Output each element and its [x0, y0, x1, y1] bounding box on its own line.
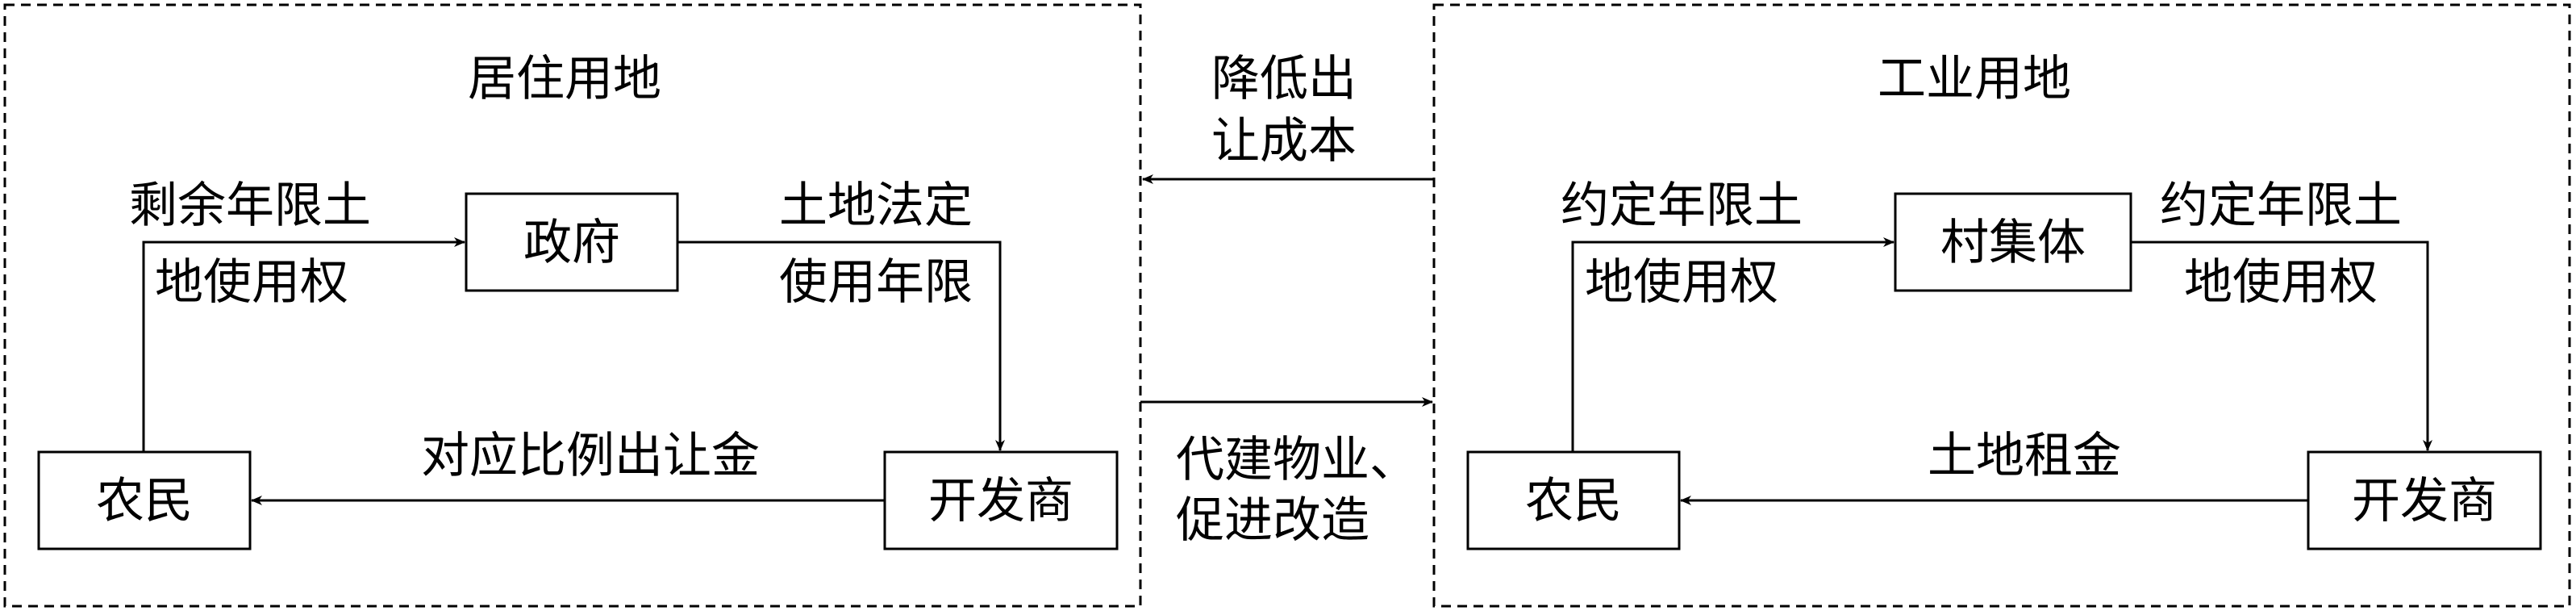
arrow-government-to-developer — [677, 241, 1005, 451]
label-developer-to-farmers-residential: 对应比例出让金 — [421, 428, 760, 484]
label-farmers-to-collective-line2: 地使用权 — [1585, 254, 1778, 311]
label-build-renovate-line1: 代建物业、 — [1176, 432, 1418, 488]
label-farmers-to-collective-line1: 约定年限土 — [1561, 178, 1803, 234]
label-government-to-developer-line2: 使用年限 — [779, 254, 973, 311]
label-collective-to-developer-line1: 约定年限土 — [2160, 178, 2402, 234]
farmers-node-industrial-label: 农民 — [1525, 473, 1622, 529]
developer-node-residential-label: 开发商 — [928, 473, 1073, 529]
farmers-node-industrial — [1466, 450, 1681, 550]
farmers-node-residential-label: 农民 — [96, 473, 193, 529]
developer-node-industrial — [2307, 450, 2542, 550]
industrial-panel: 工业用地 村集体 农民 开发商 约定年限土 地使用权 约定年限土 地使用权 土地… — [1432, 3, 2571, 608]
label-developer-to-farmers-industrial: 土地租金 — [1928, 428, 2121, 484]
collective-node-label: 村集体 — [1940, 215, 2086, 271]
label-government-to-developer-line1: 土地法定 — [779, 178, 973, 234]
industrial-panel-border — [1432, 3, 2571, 608]
arrow-farmers-to-government — [142, 237, 465, 452]
residential-panel-border — [3, 3, 1142, 608]
middle-connectors: 降低出 让成本 代建物业、 促进改造 — [1140, 51, 1434, 549]
government-node — [465, 192, 679, 292]
developer-node-industrial-label: 开发商 — [2352, 473, 2497, 529]
farmers-node-residential — [37, 450, 252, 550]
residential-title: 居住用地 — [468, 51, 661, 107]
label-farmers-to-government-line2: 地使用权 — [155, 254, 348, 311]
label-collective-to-developer-line2: 地使用权 — [2184, 254, 2378, 311]
label-build-renovate-line2: 促进改造 — [1176, 492, 1369, 549]
label-cost-reduction-line2: 让成本 — [1211, 113, 1357, 169]
government-node-label: 政府 — [523, 215, 620, 271]
arrow-collective-to-developer — [2131, 241, 2432, 451]
arrow-farmers-to-collective — [1571, 237, 1894, 452]
label-cost-reduction-line1: 降低出 — [1211, 51, 1357, 107]
label-farmers-to-government-line1: 剩余年限土 — [129, 178, 371, 234]
residential-panel: 居住用地 政府 农民 开发商 剩余年限土 地使用权 土地法定 使用年限 对应比例… — [3, 3, 1142, 608]
industrial-title: 工业用地 — [1878, 51, 2071, 107]
